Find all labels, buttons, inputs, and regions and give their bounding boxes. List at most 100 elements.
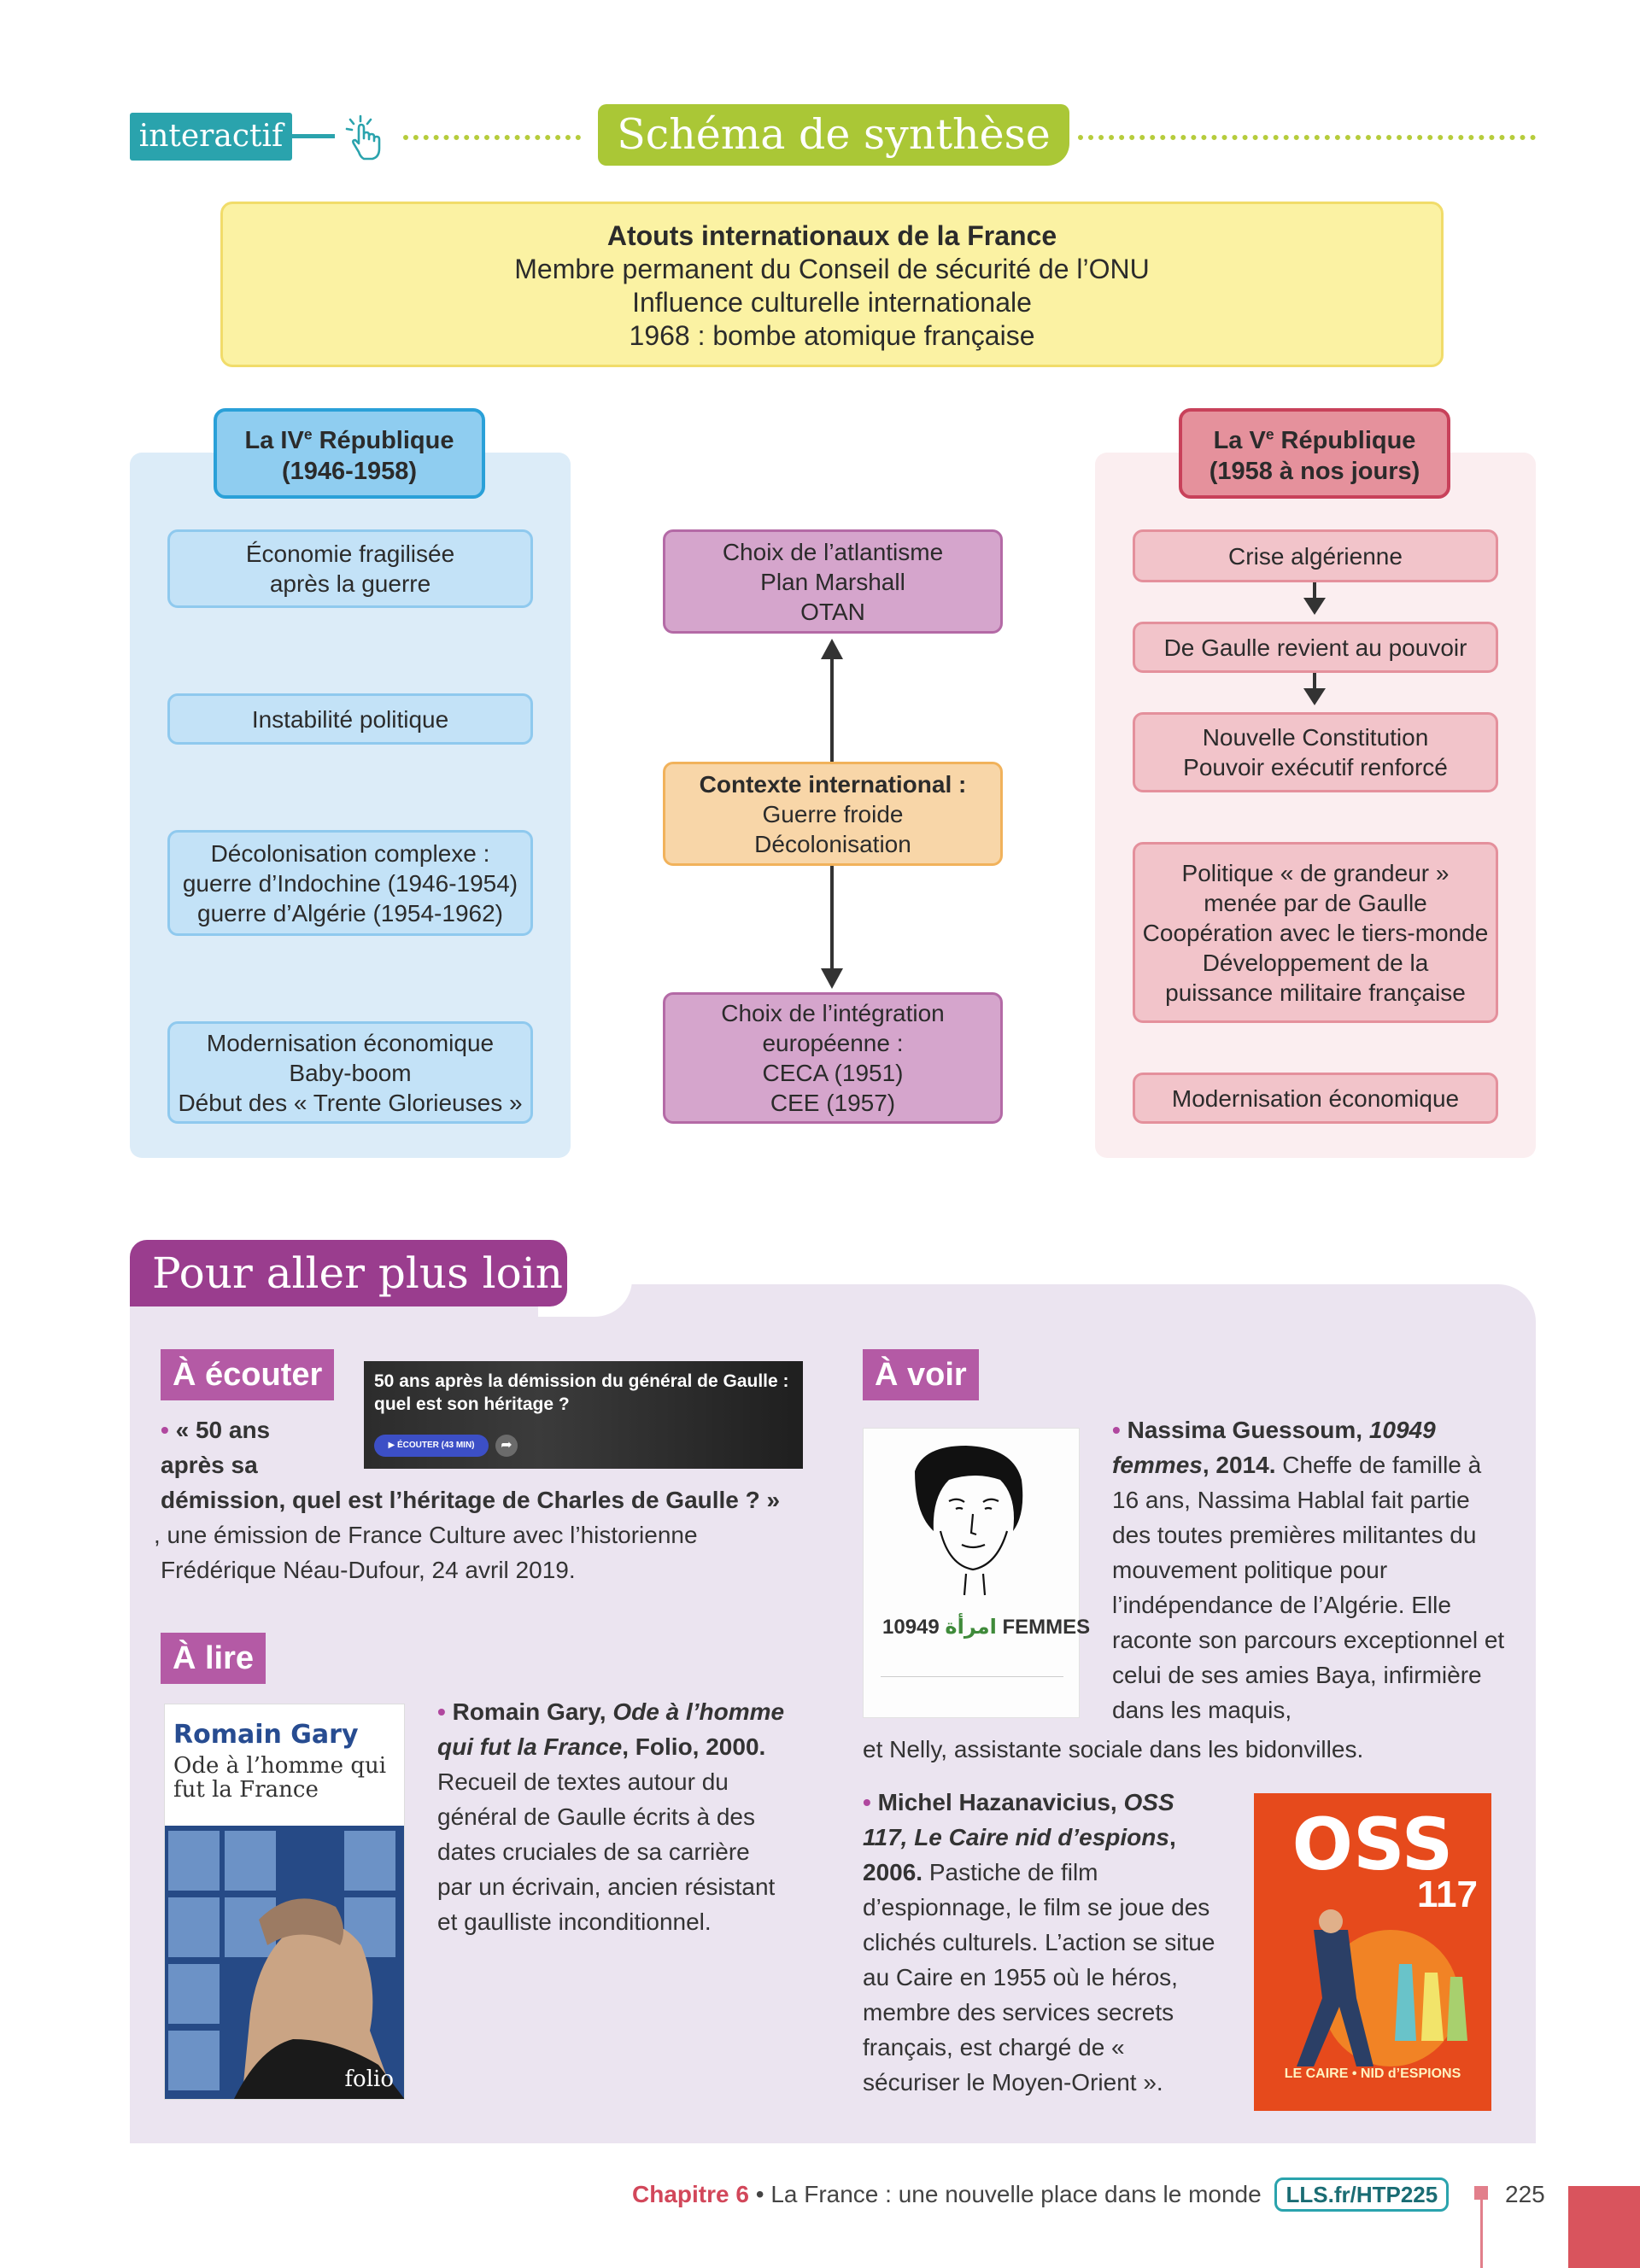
ecouter-rest-2: Frédérique Néau-Dufour, 24 avril 2019. — [161, 1557, 576, 1583]
box-line: Modernisation économique — [206, 1029, 495, 1056]
left-box-decolonisation: Décolonisation complexe : guerre d’Indoc… — [167, 830, 533, 936]
ecouter-title-line3: démission, quel est l’héritage de Charle… — [161, 1487, 781, 1513]
arrow-up-icon — [821, 639, 843, 659]
center-box-contexte: Contexte international : Guerre froide D… — [663, 762, 1003, 866]
footer-marker — [1474, 2186, 1488, 2200]
right-box-modernisation: Modernisation économique — [1133, 1073, 1498, 1124]
footer-sep: • — [748, 2181, 771, 2207]
share-icon[interactable]: ➦ — [495, 1435, 518, 1457]
hand-pointer-icon[interactable] — [342, 114, 386, 162]
box-line: Choix de l’atlantisme — [722, 538, 944, 565]
film2-title: OSS 117, Le Caire nid d’espions — [863, 1789, 1174, 1850]
box-line: Décolonisation — [754, 830, 911, 857]
book-cover-author: Romain Gary — [173, 1720, 359, 1750]
film2-director: Michel Hazanavicius, — [877, 1789, 1117, 1815]
page-title: Schéma de synthèse — [598, 104, 1069, 166]
poster-figures — [1297, 1909, 1467, 2066]
bullet: • — [161, 1417, 169, 1443]
box-line: CECA (1951) — [762, 1060, 904, 1086]
corner-tab — [1568, 2186, 1640, 2268]
lire-description: • Romain Gary, Ode à l’homme qui fut la … — [437, 1694, 813, 1939]
ve-republique-header: La Ve République (1958 à nos jours) — [1179, 408, 1450, 499]
box-line: européenne : — [762, 1030, 904, 1056]
book-cover-title: Ode à l’homme qui fut la France — [173, 1753, 387, 1803]
box-line: De Gaulle revient au pouvoir — [1163, 634, 1467, 661]
footer-link[interactable]: LLS.fr/HTP225 — [1274, 2177, 1450, 2212]
player-title: 50 ans après la démission du général de … — [374, 1371, 789, 1414]
lire-desc-line: général de Gaulle écrits à des — [437, 1803, 755, 1830]
box-line: Choix de l’intégration — [721, 1000, 945, 1026]
box-line: puissance militaire française — [1165, 979, 1466, 1006]
arrow-line-up — [830, 658, 834, 762]
left-box-instabilite: Instabilité politique — [167, 693, 533, 745]
left-box-modernisation: Modernisation économique Baby-boom Début… — [167, 1021, 533, 1124]
page-footer: Chapitre 6 • La France : une nouvelle pl… — [632, 2176, 1450, 2213]
arrow-down-icon — [1303, 688, 1326, 705]
header-sup: e — [1265, 425, 1274, 443]
box-line: Modernisation économique — [1171, 1084, 1460, 1112]
header-text: La V — [1213, 427, 1266, 454]
arrow-line-down — [1313, 582, 1316, 599]
lire-desc-line: dates cruciales de sa carrière — [437, 1838, 750, 1865]
header-sup: e — [303, 425, 313, 443]
book-cover: Romain Gary Ode à l’homme qui fut la Fra… — [164, 1704, 405, 2100]
right-box-degaulle: De Gaulle revient au pouvoir — [1133, 622, 1498, 673]
box-line: après la guerre — [269, 570, 431, 597]
bullet: • — [863, 1789, 871, 1815]
footer-subtitle: La France : une nouvelle place dans le m… — [770, 2181, 1262, 2207]
interactif-connector — [292, 134, 335, 138]
poster-oss-117: OSS 117 LE CAIRE • NID d’ESPIONS — [1254, 1793, 1491, 2111]
ecouter-description: démission, quel est l’héritage de Charle… — [154, 1482, 810, 1587]
film1-desc: Cheffe de famille à 16 ans, Nassima Habl… — [1112, 1452, 1505, 1723]
footer-rule — [1480, 2200, 1483, 2268]
lire-title: Ode à l’homme qui fut la France — [437, 1698, 785, 1760]
box-line: Début des « Trente Glorieuses » — [178, 1089, 523, 1116]
book-publisher: folio — [344, 2066, 394, 2092]
box-line: OTAN — [800, 598, 865, 625]
box-line: Nouvelle Constitution — [1202, 724, 1429, 751]
center-box-integration: Choix de l’intégration européenne : CECA… — [663, 992, 1003, 1124]
atouts-line: Influence culturelle internationale — [632, 287, 1032, 318]
lire-meta: , Folio, 2000. — [622, 1733, 766, 1760]
lire-desc-line: par un écrivain, ancien résistant — [437, 1873, 776, 1900]
header-text: République — [1274, 427, 1416, 454]
right-box-crise: Crise algérienne — [1133, 529, 1498, 582]
box-line: Guerre froide — [762, 800, 904, 827]
film2-year: , 2006. — [863, 1824, 1176, 1885]
voir-film2-text: • Michel Hazanavicius, OSS 117, Le Caire… — [863, 1785, 1221, 2100]
box-line: Politique « de grandeur » — [1181, 859, 1450, 886]
film2-desc: Pastiche de film d’espionnage, le film s… — [863, 1859, 1215, 2096]
page-number: 225 — [1505, 2181, 1545, 2207]
atouts-title: Atouts internationaux de la France — [606, 220, 1057, 251]
play-button[interactable]: ▶ ÉCOUTER (43 MIN) — [374, 1435, 489, 1457]
center-box-atlantisme: Choix de l’atlantisme Plan Marshall OTAN — [663, 529, 1003, 634]
interactif-badge[interactable]: interactif — [130, 113, 292, 161]
box-line: Économie fragilisée — [245, 541, 455, 567]
arrow-down-icon — [1303, 598, 1326, 615]
lire-author: Romain Gary — [452, 1698, 600, 1725]
box-line: Baby-boom — [289, 1059, 412, 1086]
portrait-collage — [165, 1826, 404, 2099]
france-culture-player[interactable]: 50 ans après la démission du général de … — [364, 1361, 803, 1469]
box-line: Pouvoir exécutif renforcé — [1183, 754, 1448, 780]
header-text: La IV — [244, 427, 304, 454]
right-box-grandeur: Politique « de grandeur » menée par de G… — [1133, 842, 1498, 1023]
atouts-line: 1968 : bombe atomique française — [629, 320, 1035, 351]
ecouter-title-line1: « 50 ans — [175, 1417, 271, 1443]
film1-year: , 2014. — [1202, 1452, 1276, 1478]
poster-title: امرأة 10949 FEMMES — [882, 1615, 1090, 1640]
film1-title: 10949 femmes — [1112, 1417, 1436, 1478]
title-dots-right — [1078, 135, 1536, 140]
tag-ecouter: À écouter — [161, 1349, 335, 1400]
voir-film1-text: • Nassima Guessoum, 10949 femmes, 2014. … — [1112, 1412, 1505, 1727]
bullet: • — [437, 1698, 446, 1725]
box-line: menée par de Gaulle — [1204, 889, 1427, 916]
box-line: CEE (1957) — [770, 1090, 896, 1116]
poster-10949-femmes: امرأة 10949 FEMMES — [863, 1428, 1090, 1718]
poster-oss-title: OSS — [1292, 1803, 1454, 1886]
box-line: guerre d’Algérie (1954-1962) — [197, 899, 503, 926]
header-dates: (1958 à nos jours) — [1209, 458, 1420, 485]
box-line: guerre d’Indochine (1946-1954) — [182, 869, 518, 897]
box-title: Contexte international : — [699, 770, 967, 798]
lire-desc-line: Recueil de textes autour du — [437, 1768, 729, 1795]
